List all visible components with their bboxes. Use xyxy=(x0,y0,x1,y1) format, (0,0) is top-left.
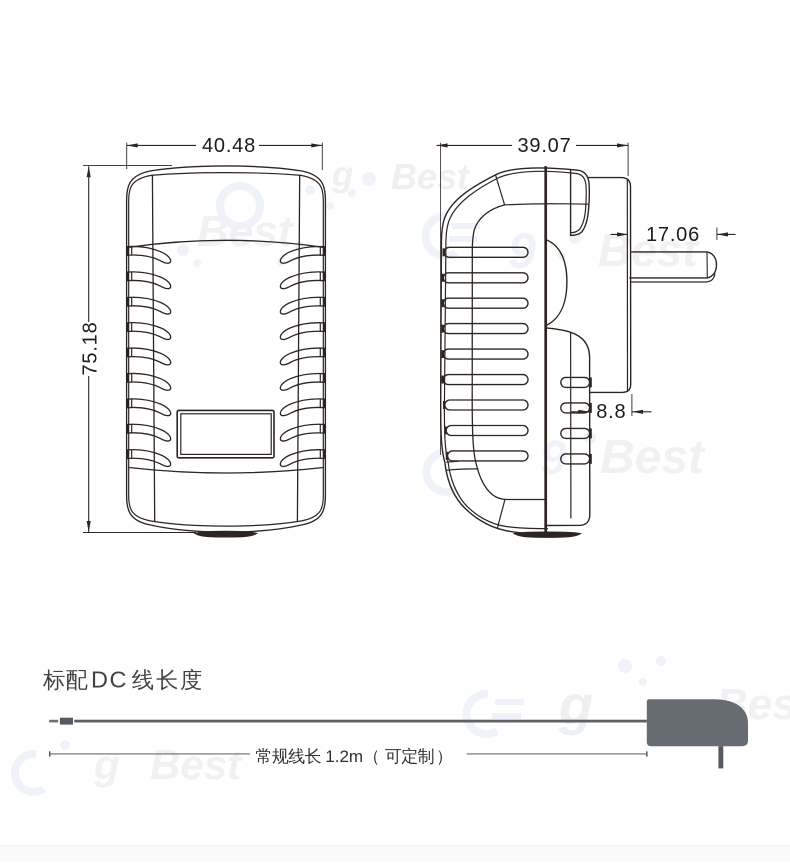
svg-text:Best: Best xyxy=(391,156,471,197)
svg-text:40.48: 40.48 xyxy=(202,135,256,157)
svg-text:Best: Best xyxy=(197,207,295,256)
svg-text:9: 9 xyxy=(508,223,536,279)
svg-text:17.06: 17.06 xyxy=(646,224,700,246)
svg-text:1.2m: 1.2m xyxy=(325,747,363,766)
svg-text:9: 9 xyxy=(540,432,567,485)
svg-text:DC: DC xyxy=(91,667,128,693)
svg-text:Best: Best xyxy=(150,741,243,788)
svg-text:39.07: 39.07 xyxy=(517,135,571,157)
svg-text:g: g xyxy=(93,741,120,788)
svg-text:g: g xyxy=(331,155,353,194)
svg-text:8.8: 8.8 xyxy=(596,401,626,423)
svg-text:Best: Best xyxy=(600,431,706,484)
svg-text:g: g xyxy=(558,673,593,736)
svg-text:75.18: 75.18 xyxy=(80,321,102,375)
